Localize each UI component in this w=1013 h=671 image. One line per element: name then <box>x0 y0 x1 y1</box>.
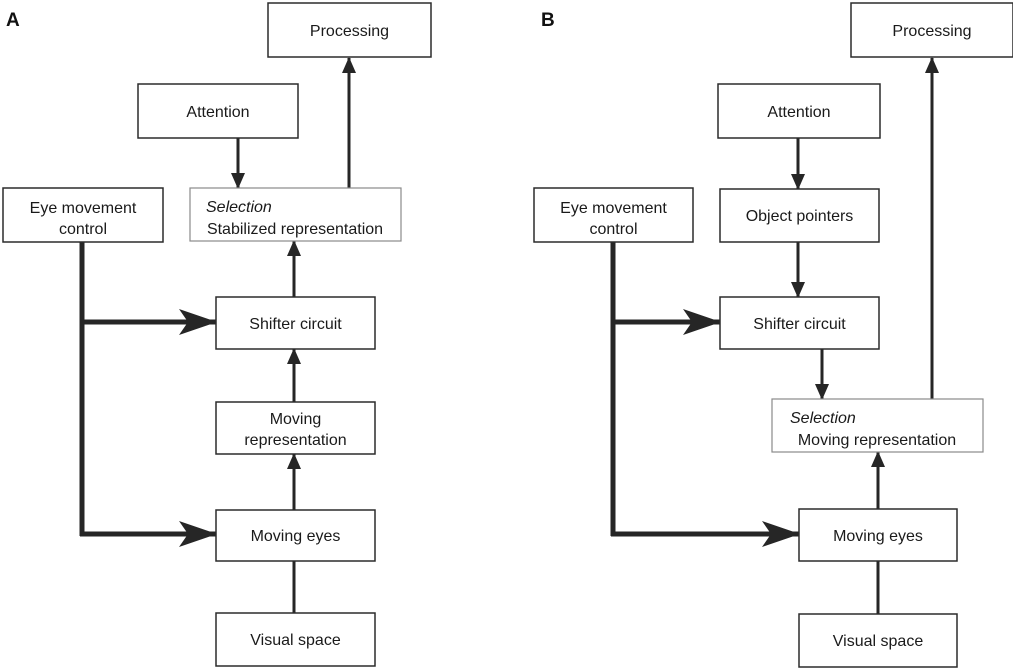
panel-b-connectors <box>610 57 939 614</box>
moving-eyes-label: Moving eyes <box>833 528 923 545</box>
attention-label: Attention <box>186 104 249 121</box>
object-pointers-box: Object pointers <box>719 188 880 243</box>
object-pointers-label: Object pointers <box>746 208 854 225</box>
eye-movement-control-line1: Eye movement <box>560 200 667 217</box>
processing-label: Processing <box>892 23 971 40</box>
selection-title: Selection <box>206 199 272 216</box>
panel-b: B Processing Attention Eye movement cont… <box>533 2 1013 668</box>
moving-eyes-box: Moving eyes <box>798 508 958 562</box>
processing-box: Processing <box>850 2 1013 58</box>
processing-box: Processing <box>267 2 432 58</box>
moving-eyes-box: Moving eyes <box>215 509 376 562</box>
eye-movement-control-line2: control <box>59 221 107 238</box>
visual-space-label: Visual space <box>250 632 341 649</box>
panel-a: A Processing Attention Eye movement cont… <box>2 2 432 667</box>
selection-moving-box: Selection Moving representation <box>771 398 984 453</box>
panel-a-label: A <box>6 10 20 31</box>
attention-box: Attention <box>717 83 881 139</box>
processing-label: Processing <box>310 23 389 40</box>
moving-representation-label: Moving representation <box>798 432 956 449</box>
selection-stabilized-box: Selection Stabilized representation <box>189 187 402 242</box>
selection-title: Selection <box>790 410 856 427</box>
shifter-circuit-label: Shifter circuit <box>753 316 846 333</box>
shifter-circuit-box: Shifter circuit <box>215 296 376 350</box>
stabilized-representation-label: Stabilized representation <box>207 221 383 238</box>
moving-eyes-label: Moving eyes <box>251 528 341 545</box>
eye-movement-control-box: Eye movement control <box>2 187 164 243</box>
visual-space-box: Visual space <box>215 612 376 667</box>
eye-movement-control-line1: Eye movement <box>30 200 137 217</box>
moving-representation-box: Moving representation <box>215 401 376 455</box>
attention-box: Attention <box>137 83 299 139</box>
moving-representation-line1: Moving <box>270 411 322 428</box>
eye-movement-control-line2: control <box>589 221 637 238</box>
shifter-circuit-box: Shifter circuit <box>719 296 880 350</box>
panel-a-connectors <box>79 57 356 613</box>
visual-space-box: Visual space <box>798 613 958 668</box>
eye-movement-control-box: Eye movement control <box>533 187 694 243</box>
attention-label: Attention <box>767 104 830 121</box>
visual-space-label: Visual space <box>833 633 924 650</box>
shifter-circuit-label: Shifter circuit <box>249 316 342 333</box>
panel-b-label: B <box>541 10 555 31</box>
moving-representation-line2: representation <box>244 432 346 449</box>
